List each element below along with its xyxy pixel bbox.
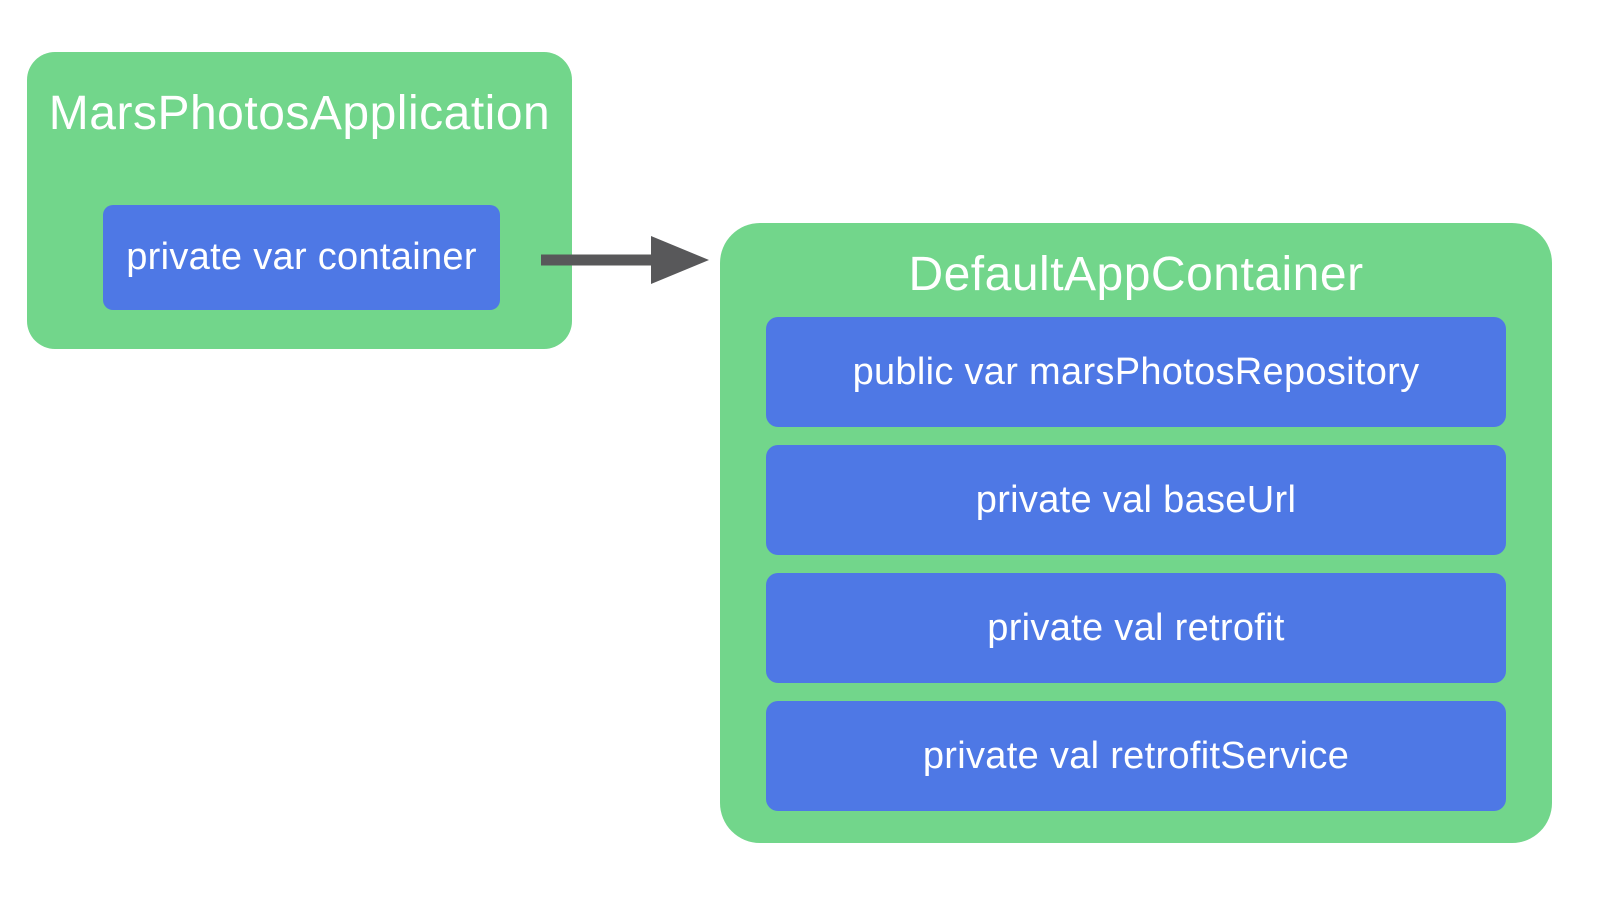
defaultappcontainer-title: DefaultAppContainer <box>908 248 1364 301</box>
defaultappcontainer-box: DefaultAppContainer public var marsPhoto… <box>720 223 1552 843</box>
field-chip-baseurl: private val baseUrl <box>766 445 1506 555</box>
field-chip-marsphotosrepository: public var marsPhotosRepository <box>766 317 1506 427</box>
field-chip-retrofit: private val retrofit <box>766 573 1506 683</box>
arrow-right-icon <box>541 236 709 284</box>
field-chip-retrofitservice: private val retrofitService <box>766 701 1506 811</box>
marsphotosapplication-title: MarsPhotosApplication <box>48 87 551 140</box>
marsphotosapplication-box: MarsPhotosApplication private var contai… <box>27 52 572 349</box>
field-chip-list: public var marsPhotosRepository private … <box>766 317 1506 811</box>
field-chip-container: private var container <box>103 205 500 310</box>
